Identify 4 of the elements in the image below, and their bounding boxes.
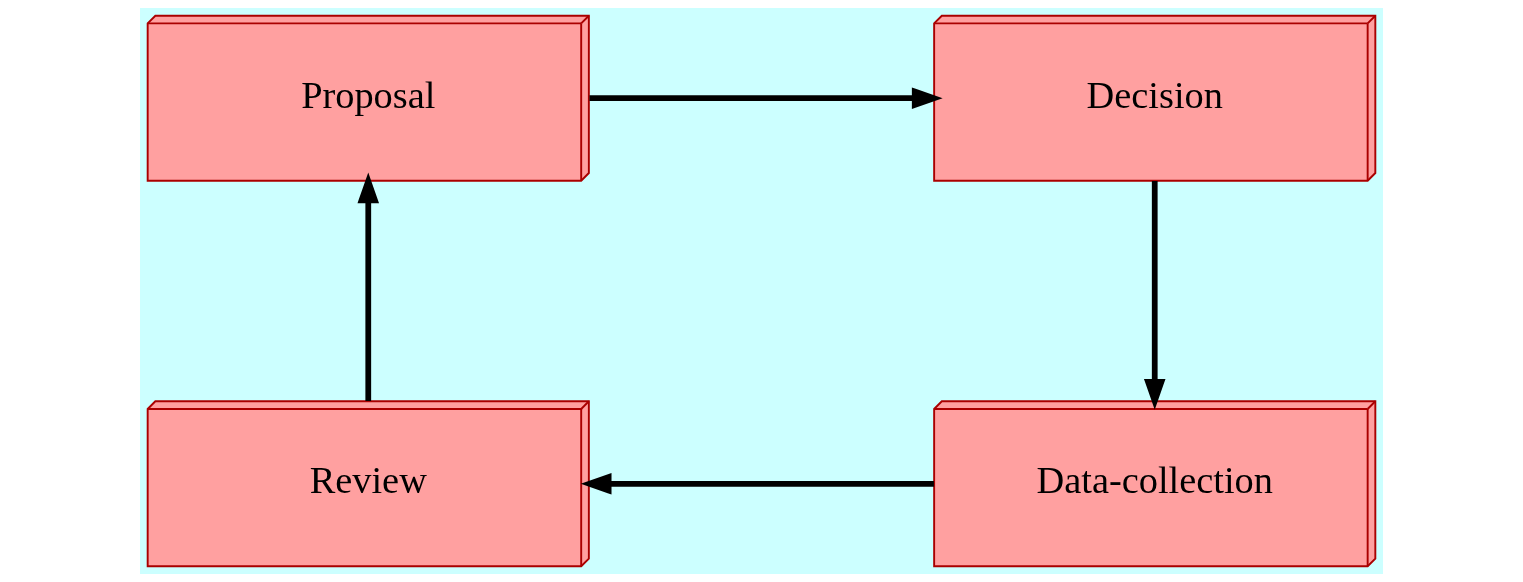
arrow (580, 473, 934, 495)
arrow (1143, 181, 1166, 410)
arrow (589, 87, 943, 109)
arrow (357, 172, 380, 402)
